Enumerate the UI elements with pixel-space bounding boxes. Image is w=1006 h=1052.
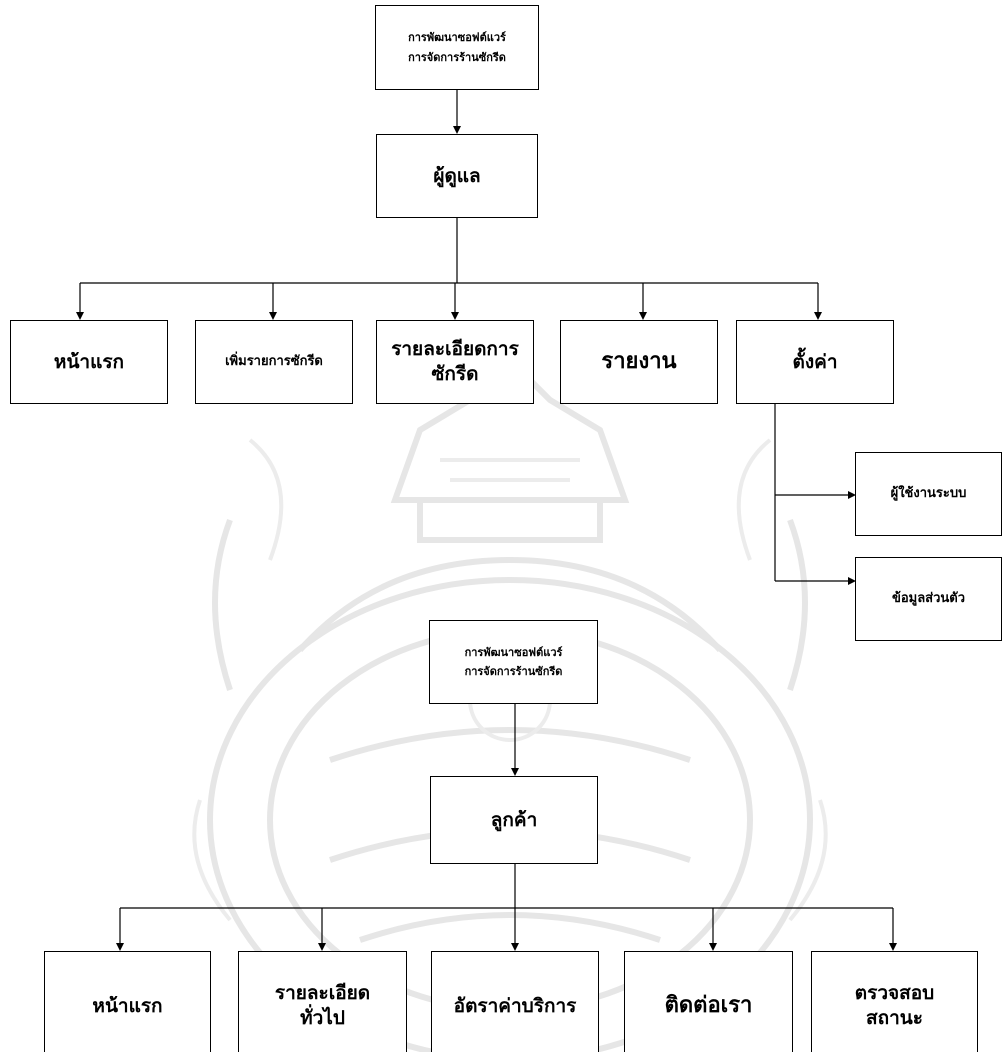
connectors-admin: [79, 90, 850, 582]
node-label-line2: สถานะ: [866, 1007, 923, 1029]
arrowheads-customer: [116, 768, 897, 951]
customer-node-general-details: รายละเอียด ทั่วไป: [238, 951, 407, 1052]
arrowheads-admin: [76, 126, 856, 585]
admin-node-home: หน้าแรก: [10, 320, 168, 404]
node-label: ติดต่อเรา: [664, 993, 753, 1019]
node-label-line2: ซักรีด: [431, 363, 479, 385]
node-label: หน้าแรก: [92, 994, 163, 1017]
node-label: เพิ่มรายการซักรีด: [225, 353, 323, 369]
admin-subnode-system-users: ผู้ใช้งานระบบ: [855, 452, 1002, 536]
root-line1: การพัฒนาซอฟต์แวร์: [408, 31, 506, 45]
admin-node-settings: ตั้งค่า: [736, 320, 894, 404]
node-label-line1: รายละเอียดการ: [391, 338, 519, 361]
admin-subnode-personal-info: ข้อมูลส่วนตัว: [855, 557, 1002, 641]
role-box-customer: ลูกค้า: [430, 776, 598, 864]
node-label-line1: ตรวจสอบ: [854, 982, 935, 1005]
admin-node-add-laundry: เพิ่มรายการซักรีด: [195, 320, 353, 404]
customer-node-check-status: ตรวจสอบ สถานะ: [811, 951, 978, 1052]
node-label: ตั้งค่า: [792, 350, 838, 373]
node-label: อัตราค่าบริการ: [453, 994, 577, 1017]
root-line1: การพัฒนาซอฟต์แวร์: [464, 645, 563, 659]
node-label-line1: รายละเอียด: [274, 982, 371, 1005]
node-label: รายงาน: [601, 349, 677, 375]
role-box-admin: ผู้ดูแล: [376, 134, 538, 218]
role-label: ลูกค้า: [490, 808, 538, 831]
customer-node-contact: ติดต่อเรา: [624, 951, 793, 1052]
role-label: ผู้ดูแล: [433, 164, 481, 187]
node-label: หน้าแรก: [53, 350, 125, 373]
node-label: ข้อมูลส่วนตัว: [891, 590, 966, 606]
node-label: ผู้ใช้งานระบบ: [890, 485, 967, 501]
admin-node-report: รายงาน: [560, 320, 718, 404]
root-line2: การจัดการร้านซักรีด: [408, 50, 506, 64]
node-label-line2: ทั่วไป: [300, 1007, 345, 1029]
root-line2: การจัดการร้านซักรีด: [464, 665, 563, 678]
customer-node-home: หน้าแรก: [44, 951, 211, 1052]
root-box-admin: การพัฒนาซอฟต์แวร์ การจัดการร้านซักรีด: [375, 5, 539, 90]
connectors-customer: [119, 704, 894, 945]
admin-node-laundry-details: รายละเอียดการ ซักรีด: [376, 320, 534, 404]
root-box-customer: การพัฒนาซอฟต์แวร์ การจัดการร้านซักรีด: [429, 620, 598, 704]
customer-node-service-rates: อัตราค่าบริการ: [431, 951, 599, 1052]
